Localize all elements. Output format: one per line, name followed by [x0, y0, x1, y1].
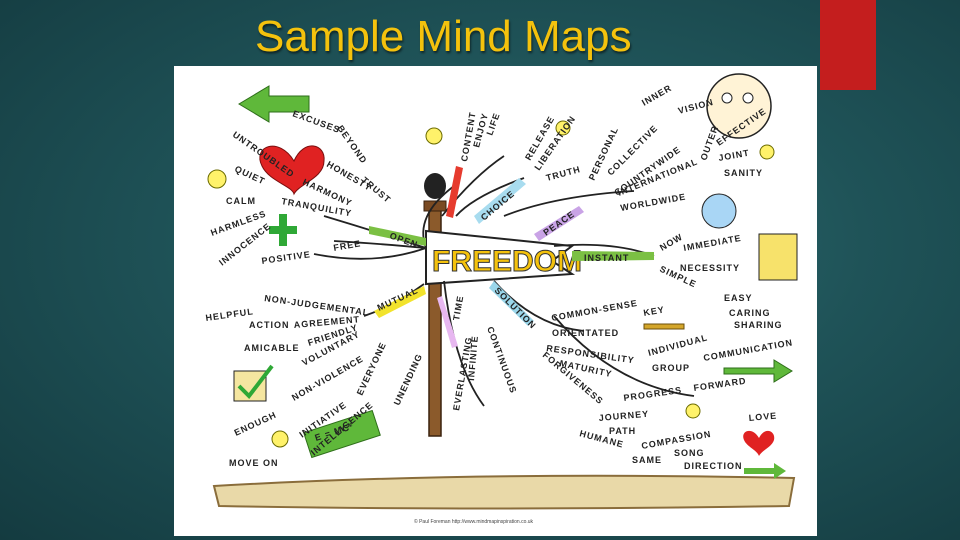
word: SOLUTION: [493, 285, 539, 331]
word: KEY: [643, 304, 666, 318]
branch-instant: [572, 251, 654, 261]
word: COMMUNICATION: [703, 337, 794, 363]
word: EVERYONE: [355, 340, 388, 397]
slide-title: Sample Mind Maps: [255, 12, 632, 61]
word: CALM: [226, 196, 256, 206]
word: CARING: [729, 308, 771, 318]
mindmap-image: FREEDOM EXCUSES BEYOND: [174, 66, 817, 536]
flower-icon-2: [425, 127, 443, 145]
word: FORWARD: [693, 376, 747, 393]
flower-icon-4: [759, 144, 775, 160]
word: INSTANT: [584, 253, 629, 263]
flower-icon-6: [685, 403, 701, 419]
freedom-flag: [425, 229, 576, 286]
green-arrow-icon: [238, 85, 310, 123]
arrow-right-icon: [723, 359, 793, 383]
word: QUIET: [233, 164, 267, 187]
credit-line: © Paul Foreman http://www.mindmapinspira…: [414, 518, 534, 525]
plus-icon: [269, 214, 297, 246]
word: CHOICE: [479, 189, 517, 223]
word: INDIVIDUAL: [647, 332, 709, 358]
word: WORLDWIDE: [620, 192, 687, 213]
branch-peace: [534, 206, 584, 241]
small-arrow-icon: [744, 463, 786, 479]
red-accent-tab: [820, 0, 876, 90]
branch-open: [369, 226, 426, 246]
flower-icon-3: [555, 120, 571, 136]
word: NOW: [658, 232, 685, 253]
word: IMMEDIATE: [683, 233, 743, 253]
pole-top: [423, 200, 447, 212]
word: UNENDING: [392, 352, 425, 407]
branch-time: [437, 296, 458, 348]
word: TRUTH: [545, 164, 582, 183]
branch-choice: [474, 178, 526, 224]
word: EXCUSES: [291, 108, 341, 135]
word: JOINT: [718, 148, 751, 163]
word: ENOUGH: [233, 410, 278, 438]
clock-icon: [701, 193, 737, 229]
word: ORIENTATED: [552, 328, 619, 338]
branch-mutual: [374, 286, 426, 318]
branch-release: [446, 166, 463, 218]
word: AMICABLE: [244, 343, 300, 353]
word: JOURNEY: [598, 409, 649, 423]
ground-strip: [212, 474, 796, 510]
word: PATH: [609, 426, 636, 436]
word: BEYOND: [335, 123, 369, 165]
word: POSITIVE: [261, 249, 311, 266]
word: INFINITE: [466, 335, 480, 381]
word: FREE: [333, 238, 362, 253]
word: PROGRESS: [623, 385, 683, 403]
branch-solution: [489, 281, 534, 326]
key-icon: [643, 323, 685, 330]
flower-icon-5: [271, 430, 289, 448]
word: LOVE: [748, 411, 777, 423]
word: SHARING: [734, 320, 783, 330]
heart-icon-2: [743, 430, 775, 456]
heart-icon: [259, 145, 325, 196]
checkmark-icon: [237, 364, 274, 400]
word: HELPFUL: [205, 306, 254, 323]
word: SAME: [632, 455, 662, 465]
branches: [313, 155, 695, 407]
word: INNER: [640, 83, 674, 108]
word: GROUP: [652, 363, 690, 373]
word: NECESSITY: [680, 263, 740, 273]
bird-icon: [424, 173, 446, 199]
word: TIME: [451, 294, 465, 321]
word: PEACE: [541, 209, 576, 238]
word: MOVE ON: [229, 458, 279, 468]
word: CONTINUOUS: [485, 325, 519, 395]
word: SONG: [674, 448, 705, 458]
word: EASY: [724, 293, 753, 303]
center-word: FREEDOM: [432, 245, 582, 278]
formula-box: [303, 409, 381, 459]
word: DIRECTION: [684, 461, 743, 471]
flower-icon: [207, 169, 227, 189]
calendar-icon: [758, 233, 798, 281]
smiley-face-icon: [706, 73, 772, 139]
word: ACTION: [249, 320, 290, 330]
mindmap-drawing: FREEDOM EXCUSES BEYOND: [205, 73, 798, 525]
word: SANITY: [724, 168, 763, 178]
word: COMMON-SENSE: [551, 298, 639, 323]
